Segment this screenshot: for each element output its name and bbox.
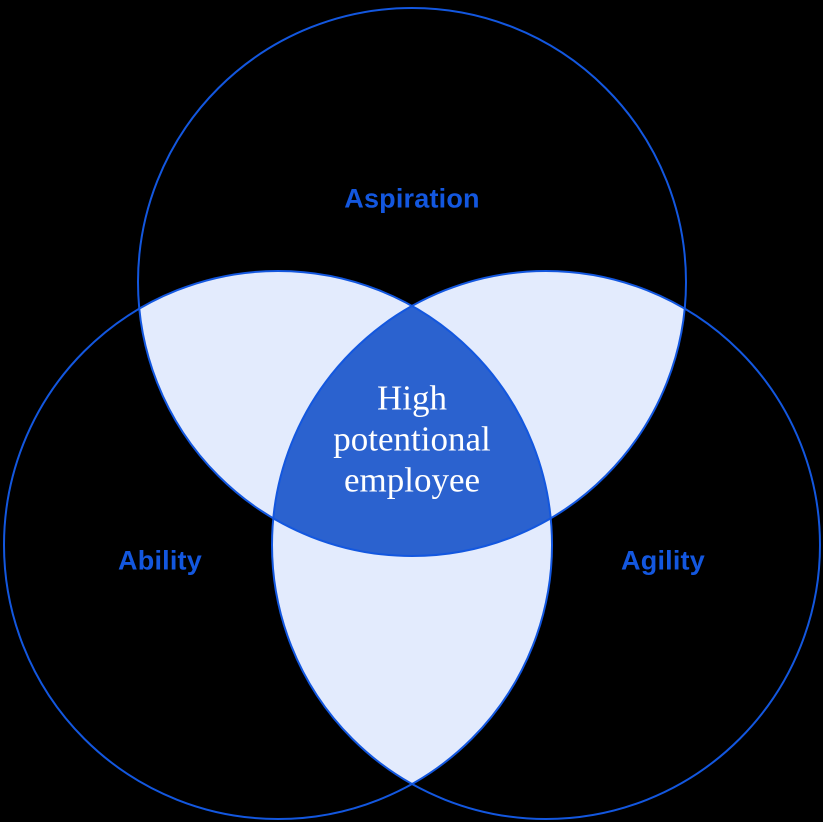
center-label-line-1: High [377, 378, 447, 418]
set-label-aspiration: Aspiration [344, 183, 480, 214]
center-label-line-2: potentional [333, 419, 491, 459]
circle-outline-aspiration [137, 7, 687, 557]
circle-outline-ability [3, 270, 553, 820]
circle-outline-agility [271, 270, 821, 820]
center-label-line-3: employee [343, 460, 481, 500]
set-label-agility: Agility [621, 545, 705, 576]
center-intersection-label: High potentional employee [287, 379, 537, 502]
set-label-ability: Ability [118, 545, 202, 576]
